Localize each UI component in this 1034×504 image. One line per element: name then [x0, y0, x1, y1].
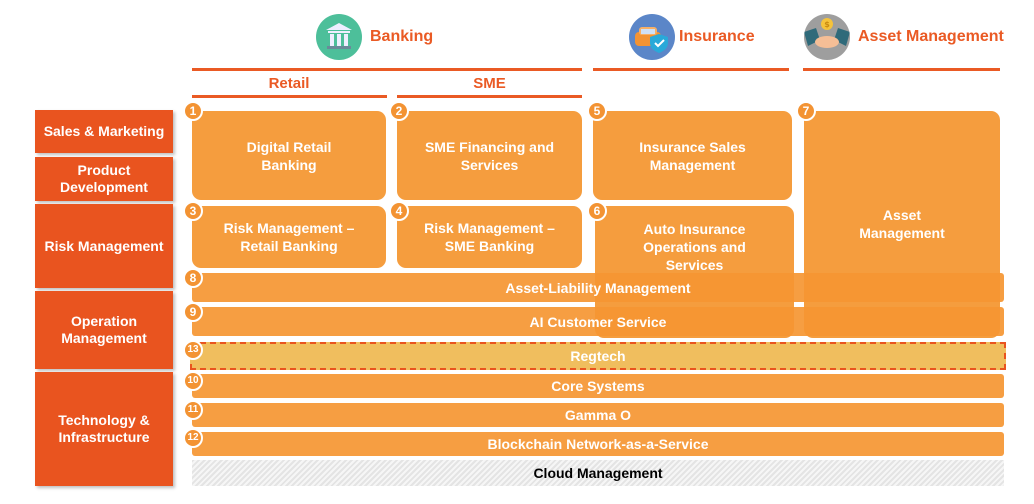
sme-rule	[397, 95, 582, 98]
row-label-product-development: Product Development	[35, 157, 173, 201]
number-badge: 4	[389, 201, 409, 221]
number-badge: 2	[389, 101, 409, 121]
band-core-systems[interactable]: Core Systems	[192, 374, 1004, 398]
box-insurance-sales[interactable]: Insurance Sales Management	[593, 111, 792, 200]
banking-rule	[192, 68, 582, 71]
band-ai-customer-service[interactable]: AI Customer Service	[192, 307, 1004, 336]
segment-insurance: Insurance	[629, 14, 755, 60]
row-label-technology-infrastructure: Technology & Infrastructure	[35, 372, 173, 486]
retail-rule	[192, 95, 387, 98]
band-gamma-o[interactable]: Gamma O	[192, 403, 1004, 427]
car-shield-icon	[629, 14, 675, 60]
box-label: Risk Management – Retail Banking	[223, 220, 355, 254]
bank-building-icon	[316, 14, 362, 60]
box-label: Risk Management – SME Banking	[424, 220, 555, 254]
number-badge: 1	[183, 101, 203, 121]
box-label: Insurance Sales Management	[639, 138, 746, 173]
band-blockchain[interactable]: Blockchain Network-as-a-Service	[192, 432, 1004, 456]
segment-asset-management-label: Asset Management	[858, 28, 1004, 45]
number-badge: 11	[183, 400, 203, 420]
band-regtech[interactable]: Regtech	[190, 342, 1006, 370]
number-badge: 13	[183, 340, 203, 360]
svg-text:$: $	[824, 20, 830, 29]
segment-banking: Banking	[316, 14, 433, 60]
number-badge: 9	[183, 302, 203, 322]
sub-segment-retail: Retail	[268, 75, 310, 92]
box-label: Asset Management	[859, 207, 945, 241]
number-badge: 12	[183, 428, 203, 448]
number-badge: 5	[587, 101, 607, 121]
asset-management-rule	[803, 68, 1000, 71]
segment-asset-management: $ Asset Management	[804, 14, 1004, 60]
number-badge: 8	[183, 268, 203, 288]
segment-insurance-label: Insurance	[679, 28, 755, 45]
box-asset-management[interactable]: Asset Management	[804, 111, 1000, 338]
box-digital-retail-banking[interactable]: Digital Retail Banking	[192, 111, 386, 200]
segment-banking-label: Banking	[370, 28, 434, 45]
band-cloud-management[interactable]: Cloud Management	[192, 460, 1004, 486]
number-badge: 3	[183, 201, 203, 221]
number-badge: 10	[183, 371, 203, 391]
row-label-operation-management: Operation Management	[35, 291, 173, 369]
box-label: SME Financing and Services	[424, 138, 555, 173]
box-risk-sme[interactable]: Risk Management – SME Banking	[397, 206, 582, 268]
row-label-risk-management: Risk Management	[35, 204, 173, 288]
sub-segment-sme: SME	[473, 75, 506, 92]
handshake-coin-icon: $	[804, 14, 850, 60]
box-label: Auto Insurance Operations and Services	[643, 221, 746, 273]
row-label-sales-marketing: Sales & Marketing	[35, 110, 173, 153]
band-asset-liability[interactable]: Asset-Liability Management	[192, 273, 1004, 302]
box-risk-retail[interactable]: Risk Management – Retail Banking	[192, 206, 386, 268]
insurance-rule	[593, 68, 789, 71]
box-sme-financing[interactable]: SME Financing and Services	[397, 111, 582, 200]
box-label: Digital Retail Banking	[246, 138, 332, 173]
number-badge: 7	[796, 101, 816, 121]
number-badge: 6	[587, 201, 607, 221]
